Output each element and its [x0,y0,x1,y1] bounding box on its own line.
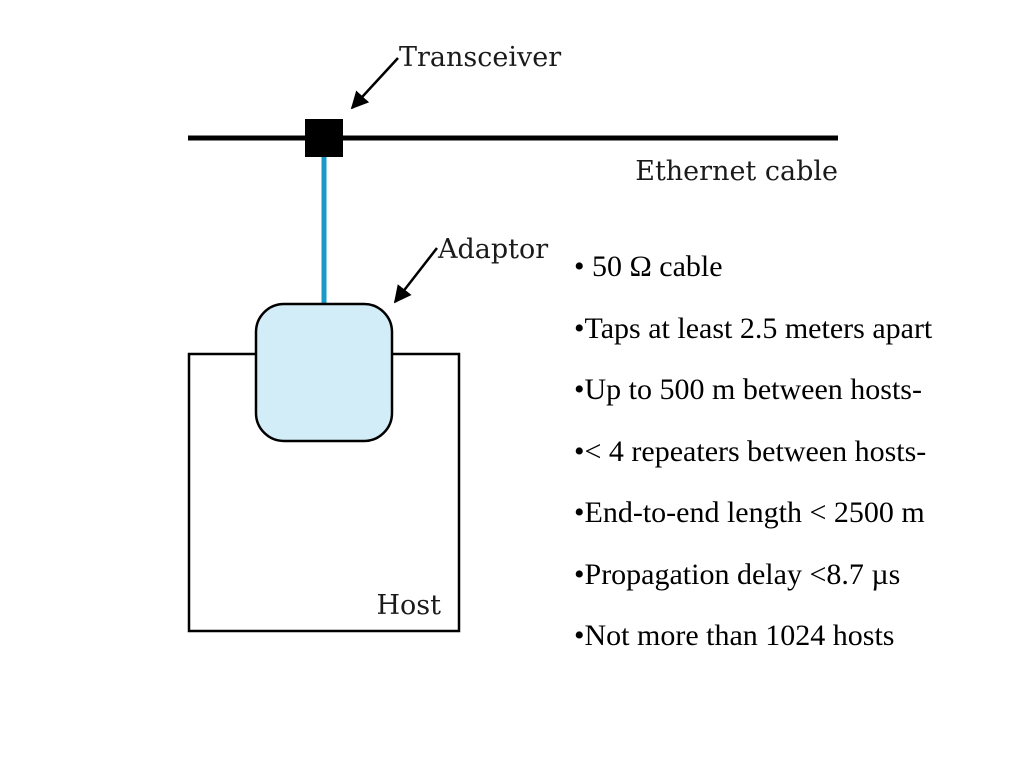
transceiver-pointer-arrow [350,57,399,110]
transceiver-box [305,119,343,157]
spec-item: •End-to-end length < 2500 m [574,496,925,529]
transceiver-label: Transceiver [399,42,561,73]
host-label: Host [376,590,441,621]
spec-item: •Taps at least 2.5 meters apart [574,311,933,345]
spec-item: •Not more than 1024 hosts [574,619,895,652]
adaptor-pointer-arrow [393,247,438,304]
ethernet-spec-list: • 50 Ω cable •Taps at least 2.5 meters a… [574,236,932,667]
spec-item: •Propagation delay <8.7 µs [574,557,901,591]
ethernet-cable-label: Ethernet cable [635,156,838,187]
adaptor-box [254,302,394,443]
adaptor-label: Adaptor [437,234,548,265]
spec-item: •< 4 repeaters between hosts- [574,434,927,468]
spec-item: • 50 Ω cable [574,250,723,283]
spec-item: •Up to 500 m between hosts- [574,373,922,406]
